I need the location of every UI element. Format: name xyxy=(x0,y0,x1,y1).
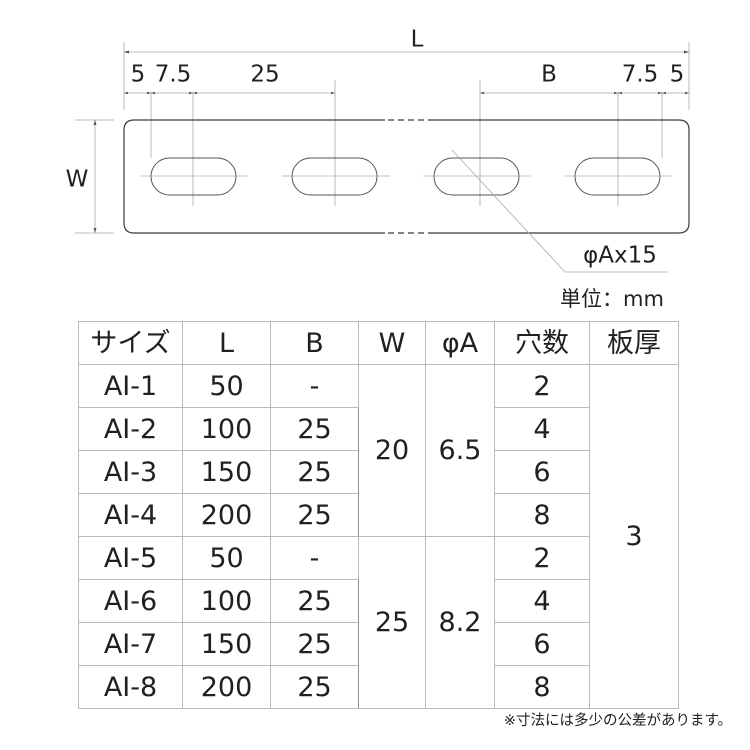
cell-B: 25 xyxy=(270,665,359,709)
dim-label-half-slot-left: 7.5 xyxy=(154,61,192,88)
plate-outline xyxy=(123,119,690,234)
cell-phiA-group-2: 8.2 xyxy=(425,536,495,709)
cell-holes: 4 xyxy=(494,579,590,623)
cell-size: AI-3 xyxy=(78,450,183,494)
cell-phiA-group-1: 6.5 xyxy=(425,364,495,537)
cell-size: AI-2 xyxy=(78,407,183,451)
hole-callout-label: φAx15 xyxy=(583,242,657,269)
cell-L: 50 xyxy=(182,536,271,580)
cell-L: 100 xyxy=(182,407,271,451)
tolerance-footnote: ※寸法には多少の公差があります。 xyxy=(503,713,732,729)
cell-L: 200 xyxy=(182,665,271,709)
cell-size: AI-6 xyxy=(78,579,183,623)
table-row: AI-8 200 25 8 xyxy=(78,665,679,709)
table-row: AI-3 150 25 6 xyxy=(78,450,679,494)
cell-L: 150 xyxy=(182,450,271,494)
dim-label-end-margin-left: 5 xyxy=(130,61,146,88)
dimension-arrows xyxy=(93,50,689,233)
dim-label-end-margin-right: 5 xyxy=(669,61,685,88)
cell-W-group-1: 20 xyxy=(358,364,426,537)
table-row: AI-2 100 25 4 xyxy=(78,407,679,451)
header-holes: 穴数 xyxy=(494,321,590,365)
header-size: サイズ xyxy=(78,321,183,365)
cell-size: AI-8 xyxy=(78,665,183,709)
technical-drawing xyxy=(75,42,690,273)
cell-L: 150 xyxy=(182,622,271,666)
dimension-lines xyxy=(94,51,689,233)
cell-holes: 8 xyxy=(494,493,590,537)
cell-B: 25 xyxy=(270,450,359,494)
cell-B: 25 xyxy=(270,407,359,451)
cell-holes: 8 xyxy=(494,665,590,709)
cell-holes: 2 xyxy=(494,536,590,580)
header-L: L xyxy=(182,321,271,365)
dim-label-half-slot-right: 7.5 xyxy=(621,61,659,88)
cell-W-group-2: 25 xyxy=(358,536,426,709)
header-phiA: φA xyxy=(425,321,495,365)
cell-size: AI-1 xyxy=(78,364,183,408)
dim-label-slot-pitch: 25 xyxy=(250,61,280,88)
cell-holes: 6 xyxy=(494,622,590,666)
cell-B: - xyxy=(270,536,359,580)
table-row: AI-1 50 - 20 6.5 2 3 xyxy=(78,364,679,709)
cell-size: AI-7 xyxy=(78,622,183,666)
cell-holes: 2 xyxy=(494,364,590,408)
cell-size: AI-5 xyxy=(78,536,183,580)
cell-holes: 6 xyxy=(494,450,590,494)
cell-L: 50 xyxy=(182,364,271,408)
cell-B: 25 xyxy=(270,579,359,623)
slots xyxy=(150,157,661,196)
dim-label-L: L xyxy=(410,26,424,53)
leader-line xyxy=(451,149,668,273)
cell-B: - xyxy=(270,364,359,408)
table-row: AI-5 50 - 25 8.2 2 xyxy=(78,536,679,709)
dim-label-B: B xyxy=(541,61,557,88)
header-W: W xyxy=(358,321,426,365)
extension-lines xyxy=(75,42,690,234)
table-row: AI-7 150 25 6 xyxy=(78,622,679,666)
spec-table: サイズ L B W φA 穴数 板厚 AI-1 50 - 20 6.5 2 3 … xyxy=(78,321,679,709)
cell-B: 25 xyxy=(270,622,359,666)
cell-L: 100 xyxy=(182,579,271,623)
dim-label-W: W xyxy=(65,166,89,193)
cell-size: AI-4 xyxy=(78,493,183,537)
header-B: B xyxy=(270,321,359,365)
table-row: AI-6 100 25 4 xyxy=(78,579,679,623)
cell-holes: 4 xyxy=(494,407,590,451)
cell-B: 25 xyxy=(270,493,359,537)
unit-label: 単位：mm xyxy=(560,287,664,311)
cell-thickness: 3 xyxy=(589,364,679,709)
table-header-row: サイズ L B W φA 穴数 板厚 xyxy=(78,321,679,365)
table-row: AI-4 200 25 8 xyxy=(78,493,679,537)
header-thickness: 板厚 xyxy=(589,321,679,365)
cell-L: 200 xyxy=(182,493,271,537)
